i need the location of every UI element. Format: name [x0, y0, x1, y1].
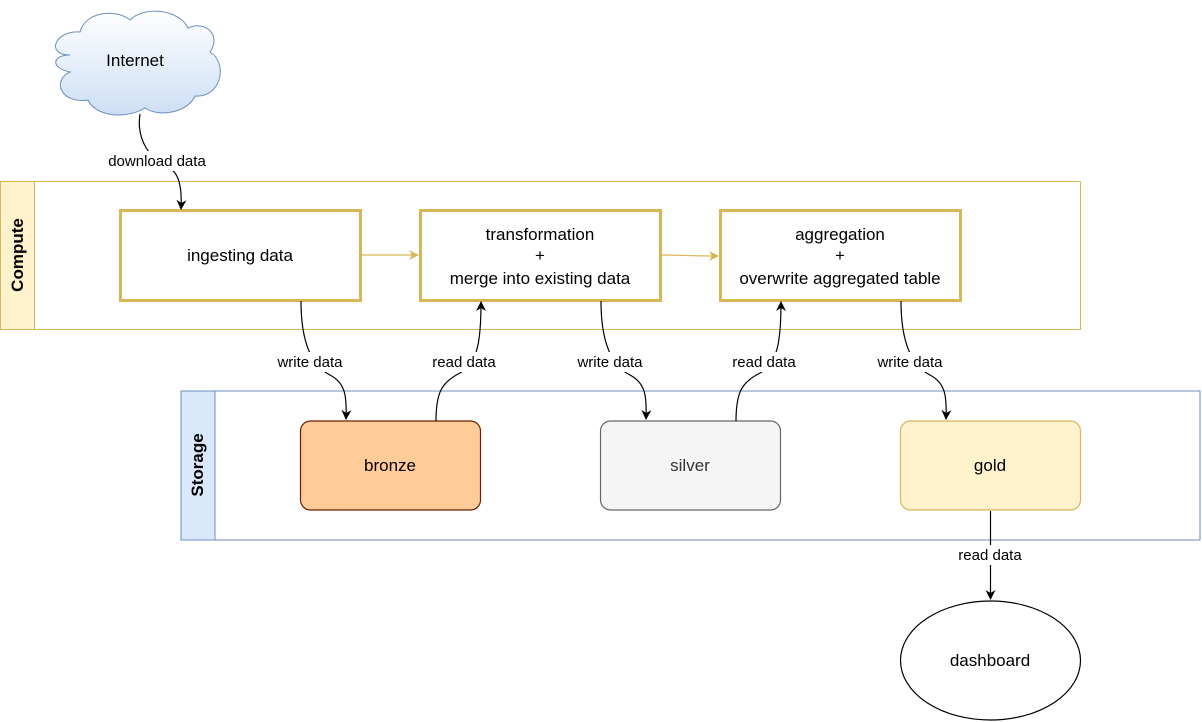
silver-node: silver: [599, 420, 782, 511]
transform-label-line1: transformation: [486, 225, 595, 244]
write-silver-edge: write data: [572, 300, 652, 420]
read-silver-label: read data: [732, 354, 796, 371]
transform-node: transformation + merge into existing dat…: [419, 209, 662, 302]
internet-label: Internet: [106, 51, 164, 70]
read-gold-edge: read data: [954, 511, 1027, 600]
aggregate-label-line2: +: [835, 246, 845, 265]
silver-label: silver: [670, 456, 710, 475]
aggregate-node: aggregation + overwrite aggregated table: [719, 209, 962, 302]
transform-to-aggregate-arrow: [661, 250, 719, 261]
gold-label: gold: [974, 456, 1006, 475]
dashboard-label: dashboard: [950, 651, 1030, 670]
bronze-node: bronze: [299, 420, 482, 511]
gold-node: gold: [899, 420, 1082, 511]
storage-lane-title: Storage: [188, 433, 207, 496]
read-bronze-edge: read data: [428, 301, 500, 422]
compute-lane-title: Compute: [8, 218, 27, 292]
download-edge: download data: [101, 113, 213, 210]
internet-cloud: Internet: [55, 10, 221, 116]
read-gold-label: read data: [958, 547, 1022, 564]
write-bronze-edge: write data: [272, 300, 352, 420]
read-bronze-label: read data: [432, 354, 496, 371]
write-gold-label: write data: [876, 354, 943, 371]
aggregate-label-line3: overwrite aggregated table: [739, 269, 940, 288]
download-edge-label: download data: [108, 153, 206, 170]
write-gold-edge: write data: [872, 300, 952, 420]
ingest-node: ingesting data: [119, 209, 362, 302]
storage-lane-header: [180, 390, 216, 541]
write-silver-label: write data: [576, 354, 643, 371]
write-bronze-label: write data: [276, 354, 343, 371]
bronze-label: bronze: [364, 456, 416, 475]
aggregate-label-line1: aggregation: [795, 225, 885, 244]
read-silver-edge: read data: [728, 301, 800, 422]
transform-label-line2: +: [535, 246, 545, 265]
dashboard-node: dashboard: [899, 600, 1082, 721]
ingest-label: ingesting data: [187, 246, 293, 265]
compute-lane-header: [0, 181, 35, 330]
transform-label-line3: merge into existing data: [450, 269, 631, 288]
